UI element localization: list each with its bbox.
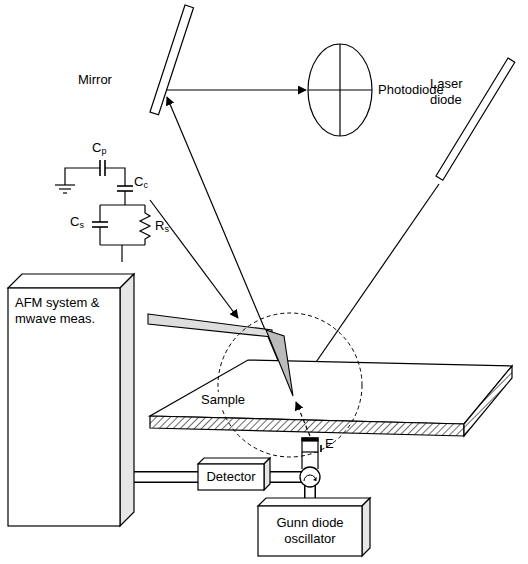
component-label: Cs <box>70 214 84 231</box>
component-label: Cp <box>92 140 106 157</box>
mirror-plate <box>150 5 194 115</box>
field-arrow <box>296 402 310 436</box>
sample-slab <box>150 360 512 436</box>
box-side-face <box>264 458 270 490</box>
box-front-face <box>8 288 120 526</box>
reflected-beam <box>167 97 293 396</box>
box-top-face <box>198 458 270 464</box>
circulator-symbol <box>300 467 320 487</box>
box-side-face <box>362 498 370 556</box>
equivalent-circuit <box>55 160 150 262</box>
box-top-face <box>258 498 370 506</box>
part-label: Sample <box>200 392 246 408</box>
photodiode-symbol <box>308 44 372 136</box>
part-label: Mirror <box>78 72 112 88</box>
oscillator-box: Gunn diode oscillator <box>258 506 362 556</box>
field-label: E <box>325 436 334 452</box>
component-label: Rs <box>155 218 169 235</box>
component-label: Cc <box>134 174 148 191</box>
box-text: AFM system & mwave meas. <box>15 295 113 326</box>
zoom-circle <box>218 313 362 457</box>
part-label: Laser diode <box>430 76 474 107</box>
box-front-face <box>198 464 264 490</box>
callout-arrow <box>150 200 238 318</box>
system-box: AFM system & mwave meas. <box>8 288 120 526</box>
cantilever <box>148 314 293 396</box>
box-text: Detector <box>202 469 260 485</box>
box-top-face <box>8 274 134 288</box>
photodiode-beam <box>167 89 306 90</box>
waveguide-probe <box>302 438 321 469</box>
detector-box: Detector <box>198 464 264 490</box>
box-side-face <box>120 274 134 526</box>
box-text: Gunn diode oscillator <box>264 515 356 546</box>
box-front-face <box>258 506 362 556</box>
